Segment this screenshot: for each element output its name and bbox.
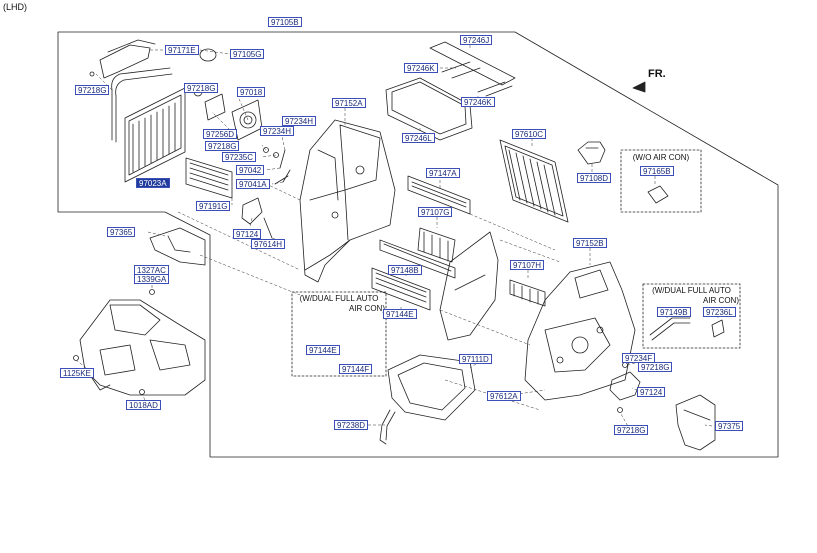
callout-97238D[interactable]: 97238D <box>334 420 369 430</box>
callout-97218G-d[interactable]: 97218G <box>638 362 673 372</box>
sensor-connector <box>711 319 725 338</box>
callout-97124-b[interactable]: 97124 <box>637 387 666 397</box>
callout-97144E-b[interactable]: 97144E <box>306 345 340 355</box>
callout-97235C[interactable]: 97235C <box>222 152 257 162</box>
callout-1125KE[interactable]: 1125KE <box>60 368 94 378</box>
front-arrow-icon <box>632 81 646 93</box>
callout-97218G-b[interactable]: 97218G <box>184 83 219 93</box>
callout-97111D[interactable]: 97111D <box>459 354 492 364</box>
callout-97365[interactable]: 97365 <box>107 227 136 237</box>
callout-97105G[interactable]: 97105G <box>230 49 265 59</box>
gasket-strip-k <box>441 61 481 79</box>
callout-97148B[interactable]: 97148B <box>388 265 422 275</box>
callout-1339GA[interactable]: 1339GA <box>134 274 170 284</box>
callout-97246K-a[interactable]: 97246K <box>404 63 438 73</box>
callout-97218G-a[interactable]: 97218G <box>75 85 110 95</box>
center-case <box>439 231 499 341</box>
callout-97152B[interactable]: 97152B <box>573 238 607 248</box>
leader-lines <box>75 40 719 431</box>
ptc-heater <box>185 157 233 199</box>
drain-hose <box>379 409 396 445</box>
callout-97147A[interactable]: 97147A <box>426 168 460 178</box>
callout-97023A[interactable]: 97023A <box>136 178 170 188</box>
callout-97165B[interactable]: 97165B <box>640 166 674 176</box>
hvac-assembly-thumbnail <box>79 299 206 396</box>
vent-door <box>509 279 546 307</box>
sensor-hose <box>649 317 691 341</box>
callout-97246J[interactable]: 97246J <box>460 35 493 45</box>
wo-air-con-note: (W/O AIR CON) <box>632 153 690 162</box>
callout-97149B[interactable]: 97149B <box>657 307 691 317</box>
callout-97246K-b[interactable]: 97246K <box>461 97 495 107</box>
gasket-frame <box>385 77 473 141</box>
callout-97041A[interactable]: 97041A <box>236 179 270 189</box>
front-direction-label: FR. <box>648 68 666 80</box>
callout-97124-a[interactable]: 97124 <box>233 229 262 239</box>
callout-97171E[interactable]: 97171E <box>165 45 199 55</box>
mode-door-defrost <box>371 267 431 311</box>
callout-97108D[interactable]: 97108D <box>577 173 612 183</box>
drive-side-label: (LHD) <box>3 2 27 12</box>
heater-case-lower <box>524 261 636 401</box>
drain-pan <box>387 354 476 421</box>
callout-97042[interactable]: 97042 <box>236 165 265 175</box>
callout-97375[interactable]: 97375 <box>715 421 744 431</box>
callout-97256D[interactable]: 97256D <box>203 129 238 139</box>
foot-door <box>417 227 456 263</box>
evaporator <box>499 139 569 223</box>
callout-97234H-a[interactable]: 97234H <box>282 116 317 126</box>
dual-auto-note-right-line2: AIR CON) <box>703 296 739 305</box>
mode-door-vent <box>379 239 456 279</box>
callout-97144F[interactable]: 97144F <box>339 364 373 374</box>
callout-97107H[interactable]: 97107H <box>510 260 545 270</box>
callout-97236L[interactable]: 97236L <box>703 307 736 317</box>
callout-97105B[interactable]: 97105B <box>268 17 302 27</box>
callout-97218G-c[interactable]: 97218G <box>205 141 240 151</box>
dual-auto-note-left-line1: (W/DUAL FULL AUTO <box>299 294 379 303</box>
wo-air-con-box <box>620 149 702 213</box>
callout-97610C[interactable]: 97610C <box>512 129 547 139</box>
dual-auto-note-left-line2: AIR CON) <box>349 304 385 313</box>
dual-auto-note-right-line1: (W/DUAL FULL AUTO <box>652 286 731 295</box>
dual-auto-note-left: (W/DUAL FULL AUTO AIR CON) <box>293 294 385 314</box>
callout-1018AD[interactable]: 1018AD <box>126 400 161 410</box>
heater-core <box>111 67 186 183</box>
callout-97018[interactable]: 97018 <box>237 87 266 97</box>
assembly-frame <box>57 31 779 458</box>
dual-auto-box-right <box>642 283 741 349</box>
seal-plate <box>647 185 669 204</box>
callout-97614H[interactable]: 97614H <box>251 239 286 249</box>
mode-actuator <box>204 93 226 121</box>
callout-97107G[interactable]: 97107G <box>418 207 453 217</box>
pipe-bracket <box>99 39 156 79</box>
dual-auto-note-right: (W/DUAL FULL AUTO AIR CON) <box>644 286 739 306</box>
floor-duct <box>675 394 716 451</box>
mode-actuator-lower <box>609 371 641 401</box>
dual-auto-box-left <box>291 291 387 377</box>
gasket-strip-k2 <box>477 81 513 97</box>
callout-97234H-b[interactable]: 97234H <box>260 126 295 136</box>
callout-97152A[interactable]: 97152A <box>332 98 366 108</box>
gasket-strip-top <box>429 41 516 86</box>
aspirator <box>149 227 206 266</box>
callout-97191G[interactable]: 97191G <box>196 201 231 211</box>
heater-case-upper <box>299 119 396 283</box>
expansion-valve <box>577 141 606 165</box>
callout-97612A[interactable]: 97612A <box>487 391 521 401</box>
grommet <box>199 48 217 62</box>
callout-97218G-e[interactable]: 97218G <box>614 425 649 435</box>
callout-97246L[interactable]: 97246L <box>402 133 435 143</box>
callout-97144E-a[interactable]: 97144E <box>383 309 417 319</box>
temp-actuator <box>241 197 263 225</box>
